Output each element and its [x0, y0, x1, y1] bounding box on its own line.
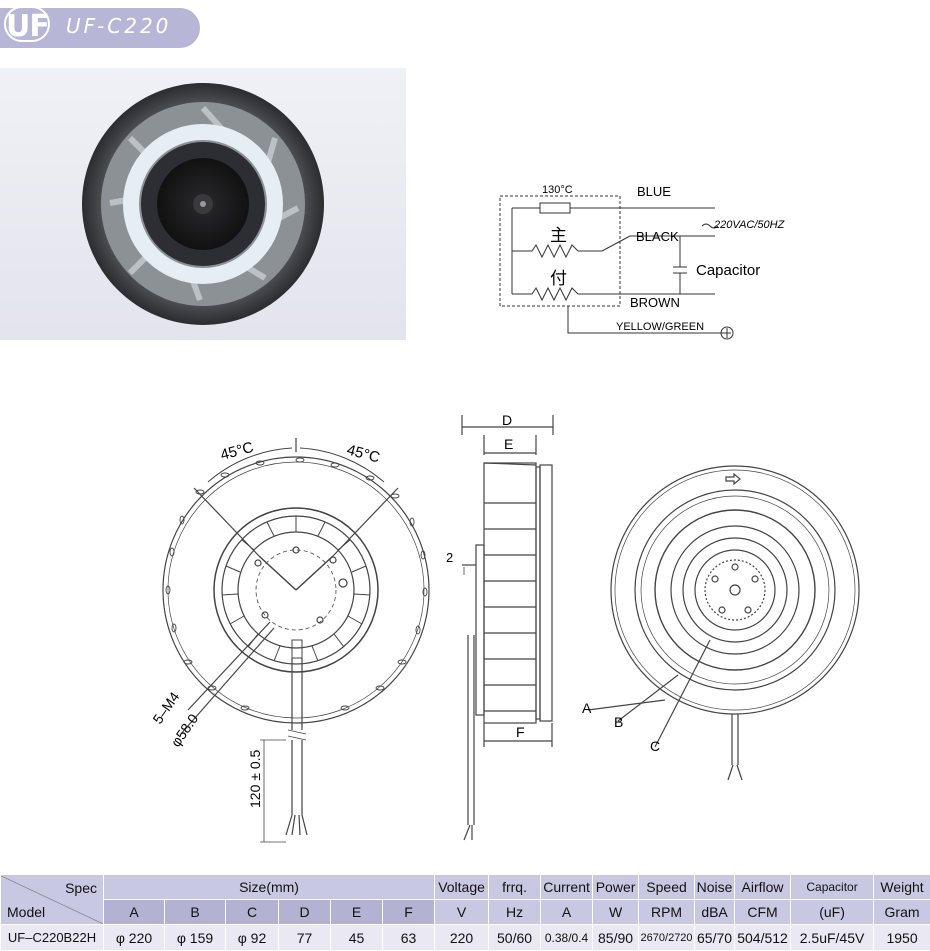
svg-text:YELLOW/GREEN: YELLOW/GREEN	[616, 321, 704, 333]
svg-text:D: D	[502, 412, 512, 428]
svg-text:B: B	[614, 714, 623, 730]
unit-noise: dBA	[695, 900, 735, 925]
unit-airflow: CFM	[735, 900, 791, 925]
col-power: Power	[593, 875, 639, 900]
spec-table: Spec Model Size(mm) Voltage frrq. Curren…	[0, 874, 930, 951]
svg-text:F: F	[516, 724, 525, 740]
back-view-drawing: A B C	[570, 455, 890, 785]
cell-c: φ 92	[226, 925, 279, 951]
cell-airflow: 504/512	[735, 925, 791, 951]
col-size-e: E	[331, 900, 383, 925]
col-size-d: D	[279, 900, 331, 925]
cell-f: 63	[383, 925, 435, 951]
svg-text:Capacitor: Capacitor	[696, 262, 760, 279]
table-subheader-row: A B C D E F V Hz A W RPM dBA CFM (uF) Gr…	[1, 900, 930, 925]
unit-weight: Gram	[874, 900, 930, 925]
col-airflow: Airflow	[735, 875, 791, 900]
col-size-f: F	[383, 900, 435, 925]
svg-text:BLACK: BLACK	[636, 229, 679, 244]
svg-text:45°C: 45°C	[219, 439, 256, 464]
svg-text:A: A	[582, 700, 592, 716]
col-voltage: Voltage	[435, 875, 489, 900]
cell-weight: 1950	[874, 925, 930, 951]
corner-cell: Spec Model	[1, 875, 104, 925]
cell-b: φ 159	[165, 925, 226, 951]
brand-logo: UF	[6, 9, 49, 44]
unit-speed: RPM	[639, 900, 695, 925]
fan-photo-image	[0, 68, 406, 340]
svg-text:付: 付	[550, 269, 567, 288]
col-freq: frrq.	[489, 875, 541, 900]
model-label: Model	[7, 904, 45, 920]
unit-current: A	[541, 900, 593, 925]
product-photo	[0, 68, 406, 340]
cell-noise: 65/70	[695, 925, 735, 951]
aux-winding	[512, 288, 602, 300]
col-speed: Speed	[639, 875, 695, 900]
cell-speed: 2670/2720	[639, 925, 695, 951]
cell-a: φ 220	[104, 925, 165, 951]
table-header-row: Spec Model Size(mm) Voltage frrq. Curren…	[1, 875, 930, 900]
col-weight: Weight	[874, 875, 930, 900]
cell-voltage: 220	[435, 925, 489, 951]
col-capacitor: Capacitor	[791, 875, 874, 900]
unit-capacitor: (uF)	[791, 900, 874, 925]
table-row: UF–C220B22H φ 220 φ 159 φ 92 77 45 63 22…	[1, 925, 930, 951]
cell-capacitor: 2.5uF/45V	[791, 925, 874, 951]
svg-text:C: C	[650, 738, 660, 754]
cell-freq: 50/60	[489, 925, 541, 951]
thermal-fuse	[540, 203, 570, 213]
cell-e: 45	[331, 925, 383, 951]
unit-freq: Hz	[489, 900, 541, 925]
unit-power: W	[593, 900, 639, 925]
svg-text:φ58.0: φ58.0	[167, 711, 201, 750]
wiring-diagram: 130°C BLUE BLACK BROWN YELLOW/GREEN 220V…	[490, 176, 810, 346]
svg-text:130°C: 130°C	[542, 184, 573, 196]
col-current: Current	[541, 875, 593, 900]
unit-voltage: V	[435, 900, 489, 925]
airflow-arrow	[726, 474, 740, 484]
side-view-drawing: D E F 2	[440, 405, 570, 845]
model-title: UF-C220	[66, 14, 171, 38]
main-winding	[512, 245, 602, 257]
cell-power: 85/90	[593, 925, 639, 951]
svg-text:E: E	[504, 436, 513, 452]
cell-d: 77	[279, 925, 331, 951]
svg-text:主: 主	[550, 226, 567, 245]
col-size-a: A	[104, 900, 165, 925]
svg-text:45°C: 45°C	[345, 441, 382, 466]
col-size-b: B	[165, 900, 226, 925]
svg-text:2: 2	[446, 550, 453, 565]
cell-current: 0.38/0.4	[541, 925, 593, 951]
svg-text:220VAC/50HZ: 220VAC/50HZ	[713, 219, 786, 231]
svg-text:120 ± 0.5: 120 ± 0.5	[247, 750, 263, 808]
col-size-c: C	[226, 900, 279, 925]
svg-text:BROWN: BROWN	[630, 295, 680, 310]
size-group-header: Size(mm)	[104, 875, 435, 900]
svg-text:BLUE: BLUE	[637, 184, 671, 199]
col-noise: Noise	[695, 875, 735, 900]
front-view-drawing: 45°C 45°C 5–M4 φ58.0 120 ± 0.5	[140, 430, 440, 850]
spec-label: Spec	[65, 880, 97, 896]
svg-text:5–M4: 5–M4	[149, 689, 182, 727]
cell-model: UF–C220B22H	[1, 925, 104, 951]
